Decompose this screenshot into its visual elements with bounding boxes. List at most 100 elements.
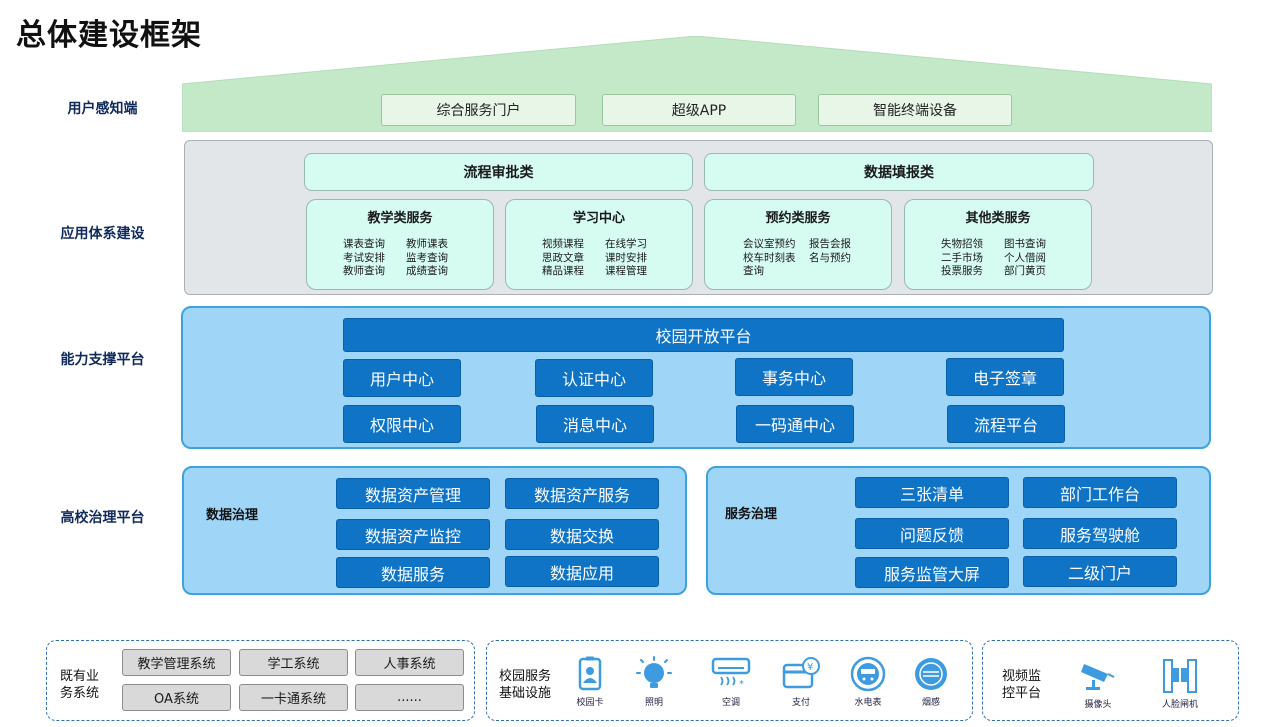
smart-terminal-box[interactable]: 智能终端设备 [818,94,1012,126]
card-item: 考试安排 [343,251,385,264]
data-asset-service-button[interactable]: 数据资产服务 [505,478,659,509]
learning-center-card[interactable]: 学习中心 视频课程 在线学习 思政文章 课时安排 精品课程 课程管理 [505,199,693,290]
message-center-button[interactable]: 消息中心 [536,405,654,443]
data-asset-management-button[interactable]: 数据资产管理 [336,478,490,509]
infrastructure-box [486,640,973,721]
service-governance-label: 服务治理 [725,507,778,522]
label-line: 务系统 [60,686,100,701]
card-item: 部门黄页 [1004,265,1046,277]
card-item: 课时安排 [605,251,647,264]
legacy-systems-label: 既有业 务系统 [60,668,99,702]
process-approval-box[interactable]: 流程审批类 [304,153,693,191]
hr-system-button[interactable]: 人事系统 [355,649,464,676]
campus-open-platform-button[interactable]: 校园开放平台 [343,318,1064,352]
infrastructure-label: 校园服务 基础设施 [499,668,551,702]
device-label: 人脸闸机 [1161,700,1198,710]
teaching-mgmt-system-button[interactable]: 教学管理系统 [122,649,231,676]
card-item: 图书查询 [1004,238,1046,250]
card-item: 教师课表 [406,238,448,250]
camera-icon [1081,664,1115,690]
svg-text:*: * [739,679,744,690]
data-report-box[interactable]: 数据填报类 [704,153,1094,191]
booking-service-card[interactable]: 预约类服务 会议室预约 报告会报 校车时刻表 名与预约 查询 [704,199,892,290]
video-surveillance-label: 视频监 控平台 [1002,668,1041,702]
service-cockpit-button[interactable]: 服务驾驶舱 [1023,518,1177,549]
water-meter-device[interactable]: 水电表 [842,656,894,708]
device-label: 照明 [644,698,663,708]
dept-workbench-button[interactable]: 部门工作台 [1023,477,1177,508]
card-title: 预约类服务 [765,211,831,226]
data-exchange-button[interactable]: 数据交换 [505,519,659,550]
student-affairs-system-button[interactable]: 学工系统 [239,649,348,676]
smoke-detector-device[interactable]: 烟感 [905,656,957,708]
card-item: 在线学习 [605,238,647,250]
card-item: 课表查询 [343,238,385,250]
smoke-detector-icon [915,658,947,690]
data-application-button[interactable]: 数据应用 [505,556,659,587]
other-service-card[interactable]: 其他类服务 失物招领 图书查询 二手市场 个人借阅 投票服务 部门黄页 [904,199,1092,290]
air-conditioner-device[interactable]: * 空调 [705,656,757,708]
device-label: 支付 [791,698,810,708]
payment-icon: ¥ [782,657,820,689]
three-lists-button[interactable]: 三张清单 [855,477,1009,508]
label-line: 基础设施 [499,686,552,701]
device-label: 水电表 [854,698,882,708]
row-label-capability: 能力支撑平台 [60,352,145,368]
card-item: 会议室预约 [743,238,796,250]
workflow-platform-button[interactable]: 流程平台 [947,405,1065,443]
row-label-app: 应用体系建设 [60,226,145,242]
teaching-service-card[interactable]: 教学类服务 课表查询 教师课表 考试安排 监考查询 教师查询 成绩查询 [306,199,494,290]
lighting-device[interactable]: 照明 [628,656,680,708]
video-surveillance-box [982,640,1239,721]
lighting-icon [636,656,672,688]
one-code-center-button[interactable]: 一码通中心 [736,405,854,443]
secondary-portal-button[interactable]: 二级门户 [1023,556,1177,587]
card-item: 视频课程 [542,238,584,250]
portal-box[interactable]: 综合服务门户 [381,94,576,126]
card-item: 失物招领 [941,238,983,250]
row-label-user: 用户感知端 [67,101,138,117]
more-systems-button[interactable]: ...... [355,684,464,711]
row-label-governance: 高校治理平台 [60,510,145,526]
user-center-button[interactable]: 用户中心 [343,359,461,397]
affairs-center-button[interactable]: 事务中心 [735,358,853,396]
card-item: 查询 [743,265,764,277]
card-item: 课程管理 [605,265,647,277]
data-governance-label: 数据治理 [206,508,259,523]
auth-center-button[interactable]: 认证中心 [535,359,653,397]
device-label: 校园卡 [576,698,604,708]
campus-card-device[interactable]: 校园卡 [564,656,616,708]
label-line: 既有业 [60,669,100,684]
oa-system-button[interactable]: OA系统 [122,684,231,711]
card-item: 校车时刻表 [743,251,796,264]
card-item: 报告会报 [809,238,851,250]
permission-center-button[interactable]: 权限中心 [343,405,461,443]
camera-device[interactable]: 摄像头 [1072,658,1124,710]
e-seal-button[interactable]: 电子签章 [946,358,1064,396]
air-conditioner-icon: * [711,657,751,690]
one-card-system-button[interactable]: 一卡通系统 [239,684,348,711]
label-line: 控平台 [1002,686,1042,701]
card-item: 精品课程 [542,265,584,277]
card-title: 教学类服务 [367,211,433,226]
card-item: 个人借阅 [1004,251,1046,264]
data-asset-monitor-button[interactable]: 数据资产监控 [336,519,490,550]
face-gate-device[interactable]: 人脸闸机 [1154,656,1206,710]
service-monitor-screen-button[interactable]: 服务监管大屏 [855,557,1009,588]
label-line: 视频监 [1002,669,1042,684]
card-item: 监考查询 [406,251,448,264]
super-app-box[interactable]: 超级APP [602,94,796,126]
svg-text:¥: ¥ [807,662,813,673]
campus-card-icon [578,656,602,691]
card-item: 教师查询 [343,265,385,277]
card-title: 其他类服务 [965,211,1031,226]
payment-device[interactable]: ¥ 支付 [775,656,827,708]
card-item: 成绩查询 [406,265,448,277]
card-item: 投票服务 [941,265,983,277]
card-item: 二手市场 [941,251,983,264]
issue-feedback-button[interactable]: 问题反馈 [855,518,1009,549]
water-meter-icon [850,656,886,692]
face-gate-icon [1163,659,1197,693]
data-service-button[interactable]: 数据服务 [336,557,490,588]
page-title: 总体建设框架 [16,18,202,53]
